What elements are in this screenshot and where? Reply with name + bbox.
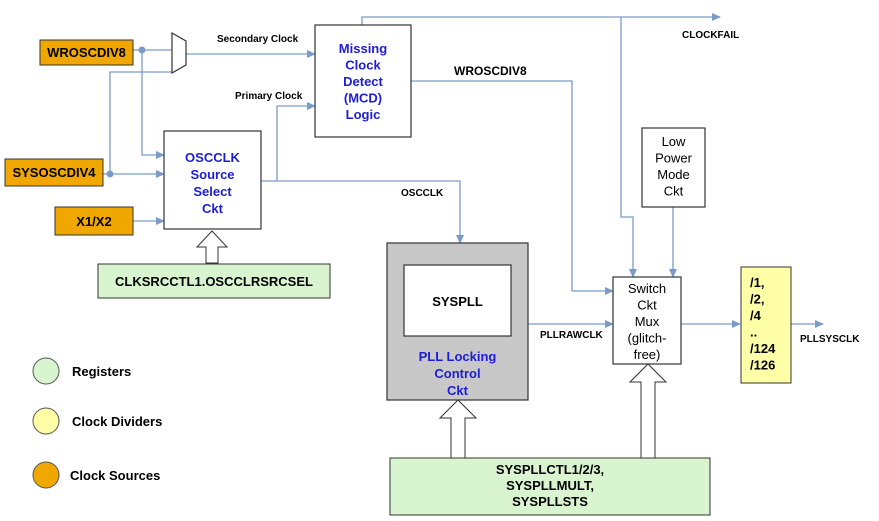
legend-label: Clock Dividers — [72, 414, 162, 429]
register-arrow-to-mux — [628, 363, 668, 459]
text-line: Missing — [339, 41, 387, 56]
source-label: SYSOSCDIV4 — [12, 165, 96, 180]
text-line: /124 — [750, 341, 776, 356]
wire-clockfail — [361, 13, 721, 25]
text-line: OSCCLK — [185, 150, 241, 165]
clock-source-x1x2: X1/X2 — [54, 206, 134, 236]
legend-item-clock-dividers: Clock Dividers — [32, 407, 162, 435]
text-line: Ckt — [637, 298, 657, 313]
text-line: Control — [434, 366, 480, 381]
wire-wroscdiv8-down — [141, 50, 165, 159]
text-line: /1, — [750, 275, 764, 290]
text-line: Ckt — [664, 184, 684, 199]
junction-dot — [106, 170, 114, 178]
register-label: CLKSRCCTL1.OSCCLRSRCSEL — [115, 274, 313, 289]
secondary-clock-mux — [171, 31, 187, 75]
source-label: X1/X2 — [76, 214, 111, 229]
wire-primary-clock — [276, 102, 316, 181]
text-line: SYSPLLCTL1/2/3, — [496, 462, 604, 477]
register-clksrcctl1: CLKSRCCTL1.OSCCLRSRCSEL — [97, 263, 331, 299]
text-line: Source — [190, 167, 234, 182]
text-line: Switch — [628, 281, 666, 296]
junction-dot — [138, 46, 146, 54]
legend: Registers Clock Dividers Clock Sources — [32, 357, 162, 489]
register-arrow-to-pll — [438, 399, 478, 459]
text-line: Detect — [343, 74, 383, 89]
signal-wroscdiv8: WROSCDIV8 — [454, 64, 527, 78]
text-line: Clock — [345, 58, 381, 73]
text-line: Mux — [635, 314, 660, 329]
text-line: PLL Locking — [419, 349, 497, 364]
legend-label: Registers — [72, 364, 131, 379]
clock-source-sysoscdiv4: SYSOSCDIV4 — [4, 158, 104, 187]
text-line: .. — [750, 325, 757, 340]
text-line: Mode — [657, 167, 690, 182]
text-line: (MCD) — [344, 91, 382, 106]
text-line: Logic — [346, 107, 381, 122]
legend-item-registers: Registers — [32, 357, 131, 385]
text-line: /126 — [750, 358, 775, 373]
text-line: free) — [634, 347, 661, 362]
wires — [103, 13, 824, 328]
text-line: Power — [655, 151, 693, 166]
source-label: WROSCDIV8 — [47, 45, 126, 60]
text-line: /4 — [750, 308, 762, 323]
signal-pllsysclk: PLLSYSCLK — [800, 334, 860, 345]
text-line: Ckt — [447, 383, 469, 398]
syspll-label: SYSPLL — [432, 294, 483, 309]
text-line: Select — [193, 184, 232, 199]
divider-list: /1, /2,/4../124/126 — [750, 275, 776, 373]
clock-source-wroscdiv8: WROSCDIV8 — [39, 39, 134, 66]
register-label: SYSPLLCTL1/2/3,SYSPLLMULT,SYSPLLSTS — [496, 462, 604, 509]
clock-dividers-block: /1, /2,/4../124/126 — [740, 266, 792, 384]
register-syspll-bank: SYSPLLCTL1/2/3,SYSPLLMULT,SYSPLLSTS — [389, 457, 711, 516]
wire-oscclk-out — [261, 180, 464, 244]
legend-item-clock-sources: Clock Sources — [32, 461, 160, 489]
text-line: Ckt — [202, 201, 224, 216]
text-line: Low — [662, 134, 686, 149]
signal-pllrawclk: PLLRAWCLK — [540, 330, 604, 341]
signal-clockfail: CLOCKFAIL — [682, 30, 739, 41]
signal-oscclk: OSCCLK — [401, 188, 444, 199]
text-line: /2, — [750, 292, 764, 307]
text-line: SYSPLLSTS — [512, 494, 588, 509]
wire-mcd-wroscdiv8 — [411, 80, 614, 295]
wire-clockfail-to-mux — [620, 17, 637, 278]
legend-label: Clock Sources — [70, 468, 160, 483]
text-line: SYSPLLMULT, — [506, 478, 594, 493]
register-arrow-clksrcctl1 — [195, 230, 229, 264]
text-line: (glitch- — [627, 331, 666, 346]
signal-primary-clock: Primary Clock — [235, 91, 303, 102]
wire-sysoscdiv4-up — [109, 71, 172, 174]
signal-secondary-clock: Secondary Clock — [217, 34, 299, 45]
